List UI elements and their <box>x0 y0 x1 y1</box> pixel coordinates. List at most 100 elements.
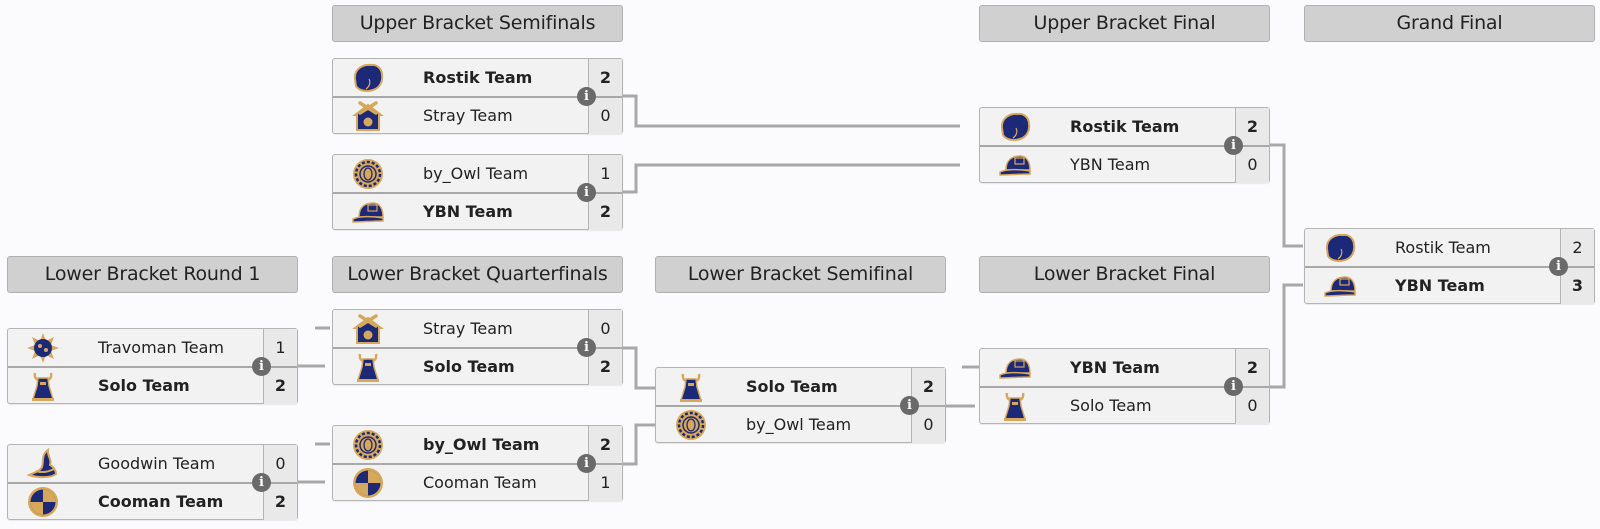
rostik-logo-icon <box>351 61 385 95</box>
team-name[interactable]: YBN Team <box>1070 155 1151 174</box>
team-name[interactable]: Stray Team <box>423 106 513 125</box>
team-score: 2 <box>263 367 297 404</box>
team-score: 2 <box>588 193 622 230</box>
team-row[interactable]: Cooman Team 1 <box>333 464 622 501</box>
team-row[interactable]: YBN Team 2 <box>333 193 622 230</box>
team-row[interactable]: Solo Team 2 <box>333 348 622 385</box>
rostik-logo-icon <box>998 110 1032 144</box>
team-name[interactable]: YBN Team <box>423 202 513 221</box>
team-row[interactable]: Solo Team 2 <box>8 367 297 404</box>
team-score: 0 <box>588 97 622 134</box>
team-name[interactable]: Rostik Team <box>1070 117 1180 136</box>
team-score: 0 <box>911 406 945 443</box>
match-divider <box>1305 266 1594 268</box>
team-row[interactable]: Stray Team 0 <box>333 97 622 134</box>
match-divider <box>333 463 622 465</box>
team-name[interactable]: Cooman Team <box>98 492 224 511</box>
match-info-icon[interactable]: i <box>577 454 596 473</box>
solo-logo-icon <box>998 389 1032 423</box>
match-divider <box>333 347 622 349</box>
team-name[interactable]: Rostik Team <box>1395 238 1491 257</box>
match-divider <box>333 96 622 98</box>
team-name[interactable]: by_Owl Team <box>746 415 852 434</box>
team-name[interactable]: Solo Team <box>746 377 838 396</box>
ybn-logo-icon <box>1323 269 1357 303</box>
match-divider <box>980 386 1269 388</box>
team-name[interactable]: YBN Team <box>1070 358 1160 377</box>
team-name[interactable]: Rostik Team <box>423 68 533 87</box>
header-lower-bracket-final: Lower Bracket Final <box>979 256 1270 293</box>
team-score: 0 <box>1235 146 1269 183</box>
connector-ubs1-ubf <box>609 94 960 128</box>
header-lower-bracket-quarterfinals: Lower Bracket Quarterfinals <box>332 256 623 293</box>
rostik-logo-icon <box>1323 231 1357 265</box>
match-divider <box>333 192 622 194</box>
team-name[interactable]: by_Owl Team <box>423 164 529 183</box>
cooman-logo-icon <box>351 466 385 500</box>
header-lower-bracket-round-1: Lower Bracket Round 1 <box>7 256 298 293</box>
team-row[interactable]: Cooman Team 2 <box>8 483 297 520</box>
team-score: 1 <box>588 464 622 501</box>
match-divider <box>656 405 945 407</box>
team-score: 0 <box>1235 387 1269 424</box>
solo-logo-icon <box>674 370 708 404</box>
team-name[interactable]: by_Owl Team <box>423 435 540 454</box>
owl-logo-icon <box>351 157 385 191</box>
team-score: 2 <box>588 348 622 385</box>
team-score: 2 <box>263 483 297 520</box>
team-name[interactable]: Stray Team <box>423 319 513 338</box>
match-info-icon[interactable]: i <box>1224 136 1243 155</box>
team-name[interactable]: Cooman Team <box>423 473 537 492</box>
ybn-logo-icon <box>998 148 1032 182</box>
stray-logo-icon <box>351 99 385 133</box>
match-info-icon[interactable]: i <box>1549 257 1568 276</box>
solo-logo-icon <box>26 369 60 403</box>
team-row[interactable]: Solo Team 0 <box>980 387 1269 424</box>
stray-logo-icon <box>351 312 385 346</box>
owl-logo-icon <box>674 408 708 442</box>
team-name[interactable]: YBN Team <box>1395 276 1485 295</box>
team-name[interactable]: Solo Team <box>98 376 190 395</box>
travoman-logo-icon <box>26 331 60 365</box>
match-info-icon[interactable]: i <box>900 396 919 415</box>
team-name[interactable]: Travoman Team <box>98 338 224 357</box>
team-name[interactable]: Solo Team <box>423 357 515 376</box>
match-info-icon[interactable]: i <box>252 473 271 492</box>
solo-logo-icon <box>351 350 385 384</box>
header-lower-bracket-semifinal: Lower Bracket Semifinal <box>655 256 946 293</box>
header-upper-bracket-final: Upper Bracket Final <box>979 5 1270 42</box>
match-info-icon[interactable]: i <box>577 183 596 202</box>
match-divider <box>8 366 297 368</box>
ybn-logo-icon <box>351 195 385 229</box>
team-name[interactable]: Solo Team <box>1070 396 1152 415</box>
connector-ubs2-ubf <box>609 163 960 194</box>
team-row[interactable]: YBN Team 0 <box>980 146 1269 183</box>
header-grand-final: Grand Final <box>1304 5 1595 42</box>
match-divider <box>980 145 1269 147</box>
match-info-icon[interactable]: i <box>577 87 596 106</box>
team-name[interactable]: Goodwin Team <box>98 454 216 473</box>
team-row[interactable]: by_Owl Team 0 <box>656 406 945 443</box>
match-info-icon[interactable]: i <box>252 357 271 376</box>
match-info-icon[interactable]: i <box>1224 377 1243 396</box>
owl-logo-icon <box>351 428 385 462</box>
match-info-icon[interactable]: i <box>577 338 596 357</box>
